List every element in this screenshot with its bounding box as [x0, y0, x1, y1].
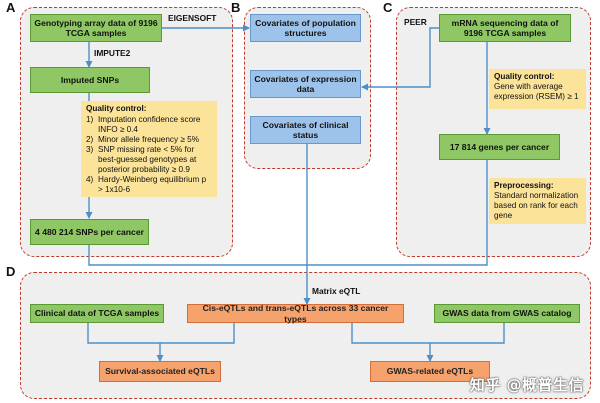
qc-item-text: Hardy-Weinberg equilibrium p > 1x10-6 [98, 175, 207, 194]
panel-a-label: A [6, 0, 16, 15]
qc-item: 3) SNP missing rate < 5% for best-guessed… [86, 145, 212, 175]
panel-c-qc-title: Quality control: [494, 72, 555, 81]
arrow-peer [361, 27, 439, 91]
eigensoft-label: EIGENSOFT [168, 13, 217, 23]
qc-item-text: SNP missing rate < 5% for best-guessed g… [98, 145, 197, 174]
line-snps-to-matrix [88, 245, 307, 266]
population-covariates-box: Covariates of population structures [250, 14, 361, 42]
zhihu-watermark: 知乎 @概普生信 [469, 376, 584, 394]
preprocessing-text: Standard normalization based on rank for… [494, 191, 579, 220]
expression-covariates-box: Covariates of expression data [250, 70, 361, 98]
qc-item: 4) Hardy-Weinberg equilibrium p > 1x10-6 [86, 175, 212, 195]
preprocessing-title: Preprocessing: [494, 181, 554, 190]
matrix-eqtl-label: Matrix eQTL [312, 286, 361, 296]
clinical-covariates-box: Covariates of clinical status [250, 116, 361, 144]
panel-c-quality-control-note: Quality control: Gene with average expre… [489, 69, 586, 109]
clinical-data-box: Clinical data of TCGA samples [30, 304, 164, 323]
qc-item-text: Minor allele frequency ≥ 5% [98, 135, 199, 144]
arrow-gwas-to-gwas-related [430, 323, 505, 344]
arrow-eqtl-to-survival [160, 323, 235, 344]
qc-item-text: Imputation confidence score INFO ≥ 0.4 [98, 115, 201, 134]
impute2-label: IMPUTE2 [94, 48, 131, 58]
qc-item-number: 1) [86, 115, 94, 124]
arrow-eqtl-to-gwas-related [351, 323, 434, 362]
qc-item-number: 4) [86, 175, 94, 184]
panel-d-label: D [6, 264, 16, 279]
qc-title: Quality control: [86, 104, 147, 113]
qc-item: 1) Imputation confidence score INFO ≥ 0.4 [86, 115, 212, 135]
genes-per-cancer-box: 17 814 genes per cancer [439, 134, 560, 160]
gwas-related-eqtls-box: GWAS-related eQTLs [370, 361, 490, 382]
qc-item-number: 2) [86, 135, 94, 144]
panel-b-label: B [231, 0, 241, 15]
mrna-sequencing-box: mRNA sequencing data of 9196 TCGA sample… [439, 14, 571, 42]
preprocessing-note: Preprocessing: Standard normalization ba… [489, 178, 586, 224]
qc-item-number: 3) [86, 145, 94, 154]
gwas-data-box: GWAS data from GWAS catalog [434, 304, 580, 323]
qc-list: 1) Imputation confidence score INFO ≥ 0.4… [86, 115, 212, 195]
arrow-clinical-to-survival [87, 323, 164, 362]
genotyping-data-box: Genotyping array data of 9196 TCGA sampl… [30, 14, 162, 42]
cis-trans-eqtls-box: Cis-eQTLs and trans-eQTLs across 33 canc… [187, 303, 404, 324]
snps-per-cancer-box: 4 480 214 SNPs per cancer [30, 219, 149, 245]
panel-c-label: C [383, 0, 393, 15]
panel-a-quality-control-note: Quality control: 1) Imputation confidence… [81, 101, 217, 197]
peer-label: PEER [404, 17, 427, 27]
imputed-snps-box: Imputed SNPs [30, 67, 150, 93]
qc-item: 2) Minor allele frequency ≥ 5% [86, 135, 212, 145]
panel-c-qc-text: Gene with average expression (RSEM) ≥ 1 [494, 82, 579, 101]
line-genes-to-matrix [307, 160, 488, 266]
survival-eqtls-box: Survival-associated eQTLs [99, 361, 221, 382]
